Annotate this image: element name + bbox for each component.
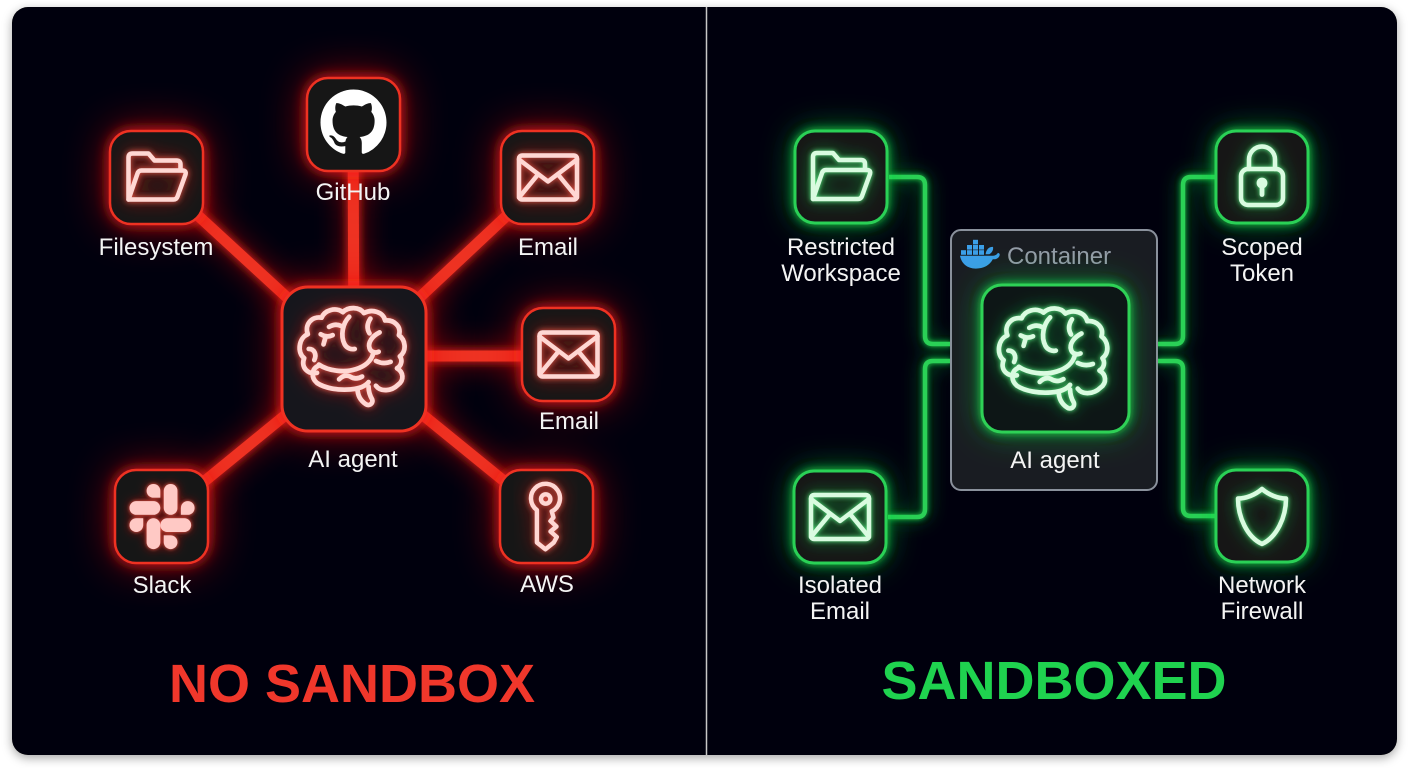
svg-text:Isolated: Isolated	[798, 572, 882, 599]
svg-text:Email: Email	[539, 408, 599, 435]
svg-text:GitHub: GitHub	[316, 179, 391, 206]
svg-text:AI agent: AI agent	[1010, 447, 1100, 474]
svg-text:NO SANDBOX: NO SANDBOX	[169, 654, 535, 714]
svg-text:Workspace: Workspace	[781, 260, 901, 287]
svg-text:AWS: AWS	[520, 571, 574, 598]
svg-text:Container: Container	[1007, 243, 1111, 270]
svg-text:Network: Network	[1218, 572, 1307, 599]
svg-text:Firewall: Firewall	[1221, 598, 1304, 625]
svg-text:SANDBOXED: SANDBOXED	[881, 651, 1226, 711]
svg-text:AI agent: AI agent	[308, 446, 398, 473]
svg-text:Email: Email	[810, 598, 870, 625]
svg-text:Email: Email	[518, 234, 578, 261]
svg-text:Restricted: Restricted	[787, 234, 895, 261]
svg-text:Token: Token	[1230, 260, 1294, 287]
svg-text:Slack: Slack	[133, 572, 193, 599]
svg-text:Filesystem: Filesystem	[99, 234, 214, 261]
svg-text:Scoped: Scoped	[1221, 234, 1302, 261]
